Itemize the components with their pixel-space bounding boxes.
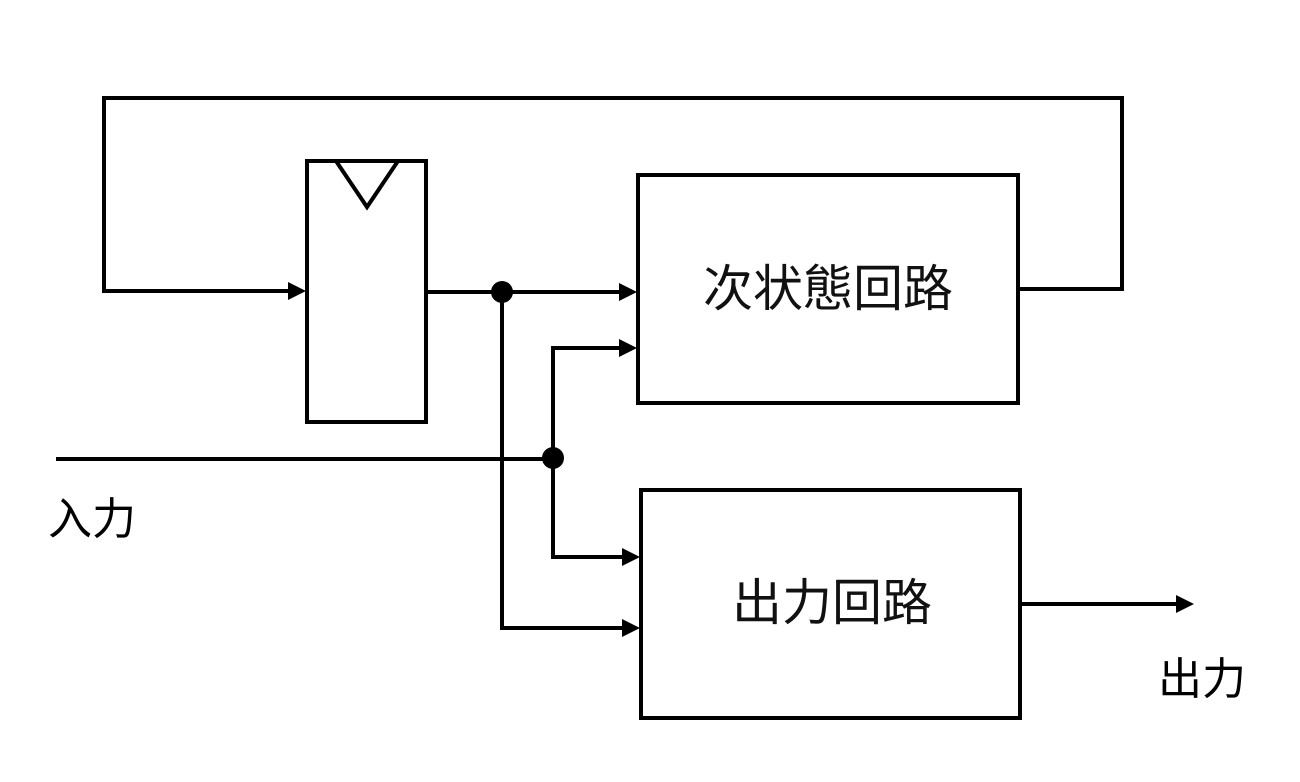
output-circuit: 出力回路 xyxy=(639,488,1022,720)
input-to-output-circuit-wire xyxy=(551,456,627,559)
input-label: 入力 xyxy=(48,494,136,545)
feedback-arrowhead xyxy=(288,282,306,300)
next-state-circuit-box xyxy=(636,173,1020,405)
output-circuit-input-2-arrowhead xyxy=(622,619,640,637)
next-state-input-2-arrowhead xyxy=(619,339,637,357)
state-register xyxy=(305,159,428,424)
output-circuit-input-1-arrowhead xyxy=(622,548,640,566)
output-circuit-label: 出力回路 xyxy=(732,574,932,632)
output-arrowhead xyxy=(1176,595,1194,613)
feedback-wire xyxy=(102,96,1124,293)
state-register-box xyxy=(305,159,428,424)
clock-triangle-icon xyxy=(334,159,400,211)
register-to-output-circuit-wire xyxy=(500,290,627,630)
next-state-circuit-label: 次状態回路 xyxy=(703,260,953,318)
next-state-input-1-arrowhead xyxy=(619,283,637,301)
output-circuit-box xyxy=(639,488,1022,720)
output-label: 出力 xyxy=(1158,654,1246,705)
input-to-next-state-wire xyxy=(551,346,624,460)
next-state-circuit: 次状態回路 xyxy=(636,173,1020,405)
